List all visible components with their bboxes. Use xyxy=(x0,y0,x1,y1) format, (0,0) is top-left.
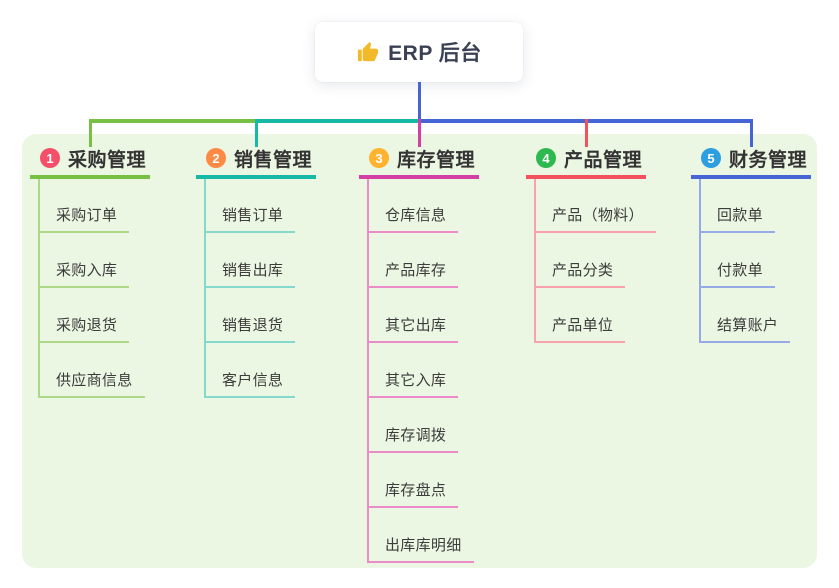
branch-title[interactable]: 3 库存管理 xyxy=(359,146,479,179)
branch-item[interactable]: 库存调拨 xyxy=(367,424,459,453)
branch-item[interactable]: 结算账户 xyxy=(699,314,791,343)
branch-title-label: 财务管理 xyxy=(729,149,808,171)
branch-item[interactable]: 仓库信息 xyxy=(367,204,459,233)
branch-number-badge: 4 xyxy=(536,148,556,168)
branch-drop-line xyxy=(749,119,753,147)
branch-drop-line xyxy=(88,119,92,147)
branch-item[interactable]: 销售退货 xyxy=(204,314,296,343)
branch-item-label: 采购订单 xyxy=(38,204,130,233)
branch-title[interactable]: 4 产品管理 xyxy=(526,146,646,179)
branch-title-label: 库存管理 xyxy=(397,149,476,171)
branch-item[interactable]: 出库库明细 xyxy=(367,534,474,563)
branch-item-label: 销售出库 xyxy=(204,259,296,288)
branch-title[interactable]: 5 财务管理 xyxy=(691,146,811,179)
branch-item-label: 采购退货 xyxy=(38,314,130,343)
branch-title[interactable]: 1 采购管理 xyxy=(30,146,150,179)
branch-number-badge: 1 xyxy=(40,148,60,168)
branch-item-label: 产品库存 xyxy=(367,259,459,288)
root-connector-line xyxy=(417,82,421,121)
branch-title[interactable]: 2 销售管理 xyxy=(196,146,316,179)
branch-item[interactable]: 产品单位 xyxy=(534,314,626,343)
branch-item-label: 回款单 xyxy=(699,204,775,233)
branch-trunk-line xyxy=(699,178,701,341)
bus-connector-line xyxy=(256,119,421,123)
branch-item-label: 付款单 xyxy=(699,259,775,288)
branch-number-badge: 2 xyxy=(206,148,226,168)
branch-item-label: 其它出库 xyxy=(367,314,459,343)
branch-item-label: 库存调拨 xyxy=(367,424,459,453)
branch-item[interactable]: 其它出库 xyxy=(367,314,459,343)
branch-item[interactable]: 销售出库 xyxy=(204,259,296,288)
branch-item[interactable]: 供应商信息 xyxy=(38,369,145,398)
branch-item-label: 产品分类 xyxy=(534,259,626,288)
branch-drop-line xyxy=(254,119,258,147)
branch-drop-line xyxy=(417,119,421,147)
branch-item[interactable]: 产品分类 xyxy=(534,259,626,288)
branch-item[interactable]: 采购退货 xyxy=(38,314,130,343)
branch-item-label: 仓库信息 xyxy=(367,204,459,233)
branch-item[interactable]: 其它入库 xyxy=(367,369,459,398)
branch-item[interactable]: 产品（物料） xyxy=(534,204,656,233)
branch-item[interactable]: 采购入库 xyxy=(38,259,130,288)
branch-item-label: 其它入库 xyxy=(367,369,459,398)
branch-item-label: 供应商信息 xyxy=(38,369,145,398)
branch-item[interactable]: 回款单 xyxy=(699,204,775,233)
branch-title-label: 采购管理 xyxy=(68,149,147,171)
branch-item-label: 产品（物料） xyxy=(534,204,656,233)
branch-number-badge: 3 xyxy=(369,148,389,168)
branch-item-label: 产品单位 xyxy=(534,314,626,343)
branch-drop-line xyxy=(584,119,588,147)
background-panel xyxy=(22,134,817,568)
root-node-label: ERP 后台 xyxy=(388,42,482,65)
branch-item[interactable]: 客户信息 xyxy=(204,369,296,398)
root-node[interactable]: ERP 后台 xyxy=(315,22,523,82)
branch-item[interactable]: 产品库存 xyxy=(367,259,459,288)
branch-trunk-line xyxy=(367,178,369,561)
branch-item-label: 库存盘点 xyxy=(367,479,459,508)
branch-item[interactable]: 采购订单 xyxy=(38,204,130,233)
branch-item-label: 出库库明细 xyxy=(367,534,474,563)
branch-item-label: 客户信息 xyxy=(204,369,296,398)
branch-item[interactable]: 库存盘点 xyxy=(367,479,459,508)
branch-item-label: 销售订单 xyxy=(204,204,296,233)
branch-item-label: 结算账户 xyxy=(699,314,791,343)
thumbs-up-icon xyxy=(356,41,379,64)
branch-title-label: 销售管理 xyxy=(234,149,313,171)
bus-connector-line xyxy=(90,119,258,123)
branch-trunk-line xyxy=(534,178,536,341)
branch-number-badge: 5 xyxy=(701,148,721,168)
branch-title-label: 产品管理 xyxy=(564,149,643,171)
branch-item[interactable]: 销售订单 xyxy=(204,204,296,233)
branch-item-label: 采购入库 xyxy=(38,259,130,288)
branch-item-label: 销售退货 xyxy=(204,314,296,343)
branch-item[interactable]: 付款单 xyxy=(699,259,775,288)
